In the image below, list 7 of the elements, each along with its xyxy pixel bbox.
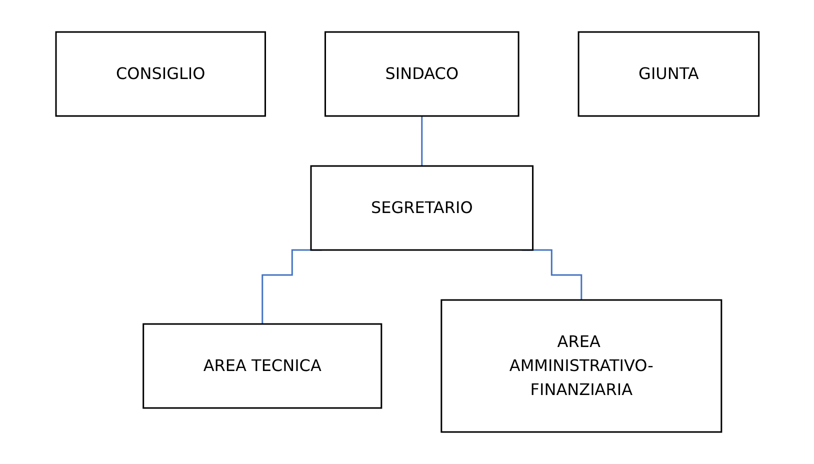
connector	[420, 115, 422, 167]
node-box: SEGRETARIO	[310, 165, 534, 251]
node-box: AREA AMMINISTRATIVO-FINANZIARIA	[440, 299, 722, 433]
node-box: AREA TECNICA	[142, 323, 382, 409]
node-box: SINDACO	[324, 31, 519, 117]
node-box: GIUNTA	[577, 31, 760, 117]
node-box: CONSIGLIO	[54, 31, 266, 117]
